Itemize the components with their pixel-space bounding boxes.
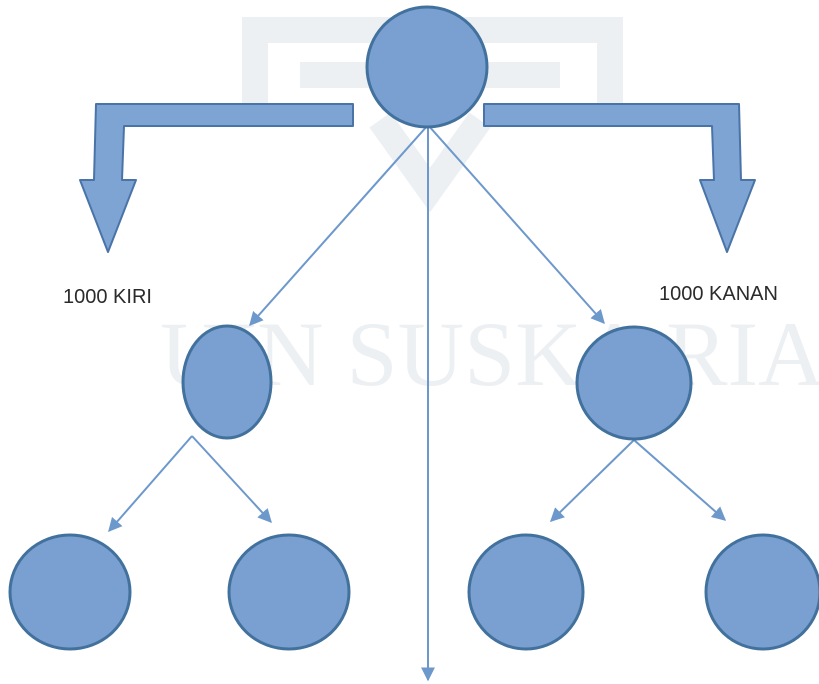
- connectors: [108, 124, 727, 682]
- nodes: [8, 5, 819, 651]
- node-left: [181, 324, 273, 440]
- edge-right-rr: [633, 439, 727, 521]
- edge-root-left: [249, 124, 429, 327]
- edge-left-lr: [191, 435, 272, 524]
- edge-left-ll: [108, 435, 193, 533]
- node-left-right: [227, 533, 351, 651]
- node-right-right: [704, 533, 819, 651]
- label-left: 1000 KIRI: [63, 286, 152, 308]
- node-right: [575, 325, 693, 441]
- big-arrow-right: [483, 103, 756, 253]
- node-left-left: [8, 533, 132, 651]
- node-right-left: [467, 533, 585, 651]
- big-arrow-left: [79, 103, 354, 253]
- edge-right-rl: [549, 439, 635, 522]
- node-root: [365, 5, 489, 129]
- label-right: 1000 KANAN: [659, 283, 778, 305]
- edge-root-right: [427, 124, 605, 325]
